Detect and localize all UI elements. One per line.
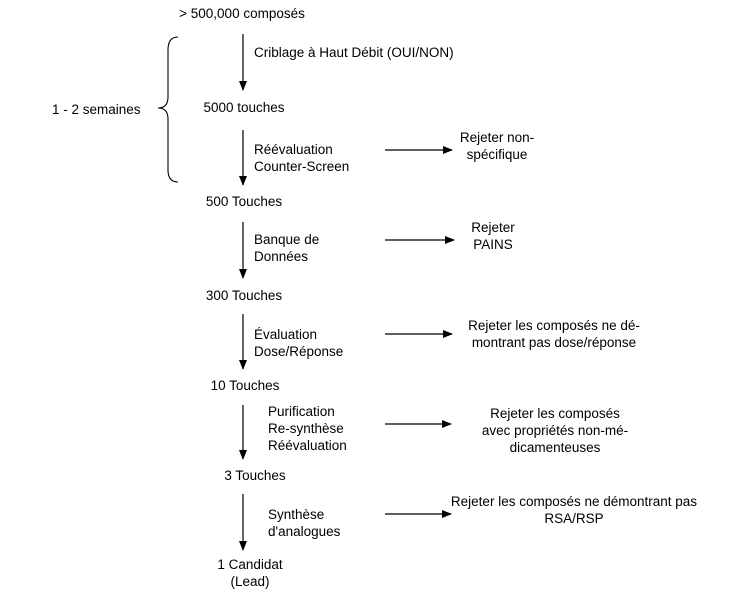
- reject-non-drug-like: Rejeter les composés avec propriétés non…: [481, 406, 629, 455]
- step-dose-response: Évaluation Dose/Réponse: [254, 327, 344, 359]
- step-database: Banque de Données: [254, 232, 320, 264]
- stage-1-candidate: 1 Candidat (Lead): [217, 557, 283, 589]
- reject-no-dose-response: Rejeter les composés ne dé- montrant pas…: [468, 318, 640, 350]
- step-high-throughput-screening: Criblage à Haut Débit (OUI/NON): [254, 45, 454, 60]
- stage-500000-compounds: > 500,000 composés: [179, 6, 305, 21]
- stage-300-hits: 300 Touches: [205, 288, 283, 303]
- step-reevaluation-counter-screen: Réévaluation Counter-Screen: [254, 142, 350, 174]
- reject-no-sar: Rejeter les composés ne démontrant pas R…: [450, 494, 698, 526]
- timeline-brace: [157, 36, 179, 183]
- timeline-label: 1 - 2 semaines: [52, 102, 141, 117]
- reject-pains: Rejeter PAINS: [471, 220, 515, 252]
- step-purification: Purification Re-synthèse Réévaluation: [268, 404, 347, 453]
- stage-5000-hits: 5000 touches: [203, 100, 285, 115]
- stage-3-hits: 3 Touches: [224, 468, 286, 483]
- step-analog-synthesis: Synthèse d'analogues: [268, 507, 341, 539]
- stage-10-hits: 10 Touches: [210, 378, 280, 393]
- reject-non-specific: Rejeter non- spécifique: [459, 130, 535, 162]
- stage-500-hits: 500 Touches: [205, 194, 283, 209]
